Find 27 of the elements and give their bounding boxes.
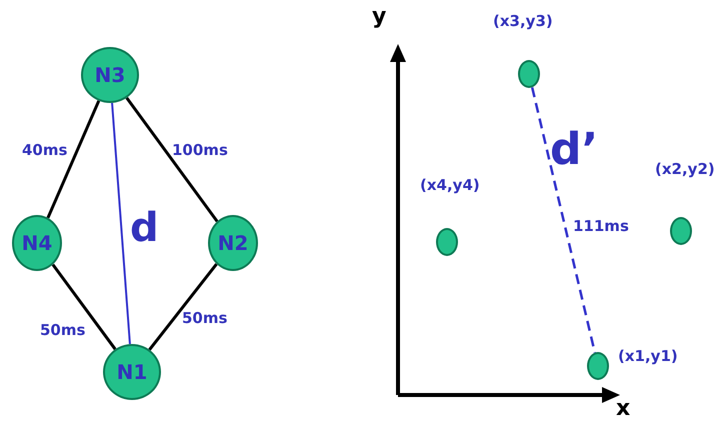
connector-line — [126, 96, 218, 222]
node-circle: N2 — [208, 215, 258, 271]
coordinate-label: (x3,y3) — [493, 14, 553, 29]
node-circle: N4 — [12, 215, 62, 271]
axis-label: x — [616, 398, 630, 420]
duration-label: 111ms — [573, 219, 629, 234]
point-circle — [587, 352, 609, 380]
coordinate-label: (x4,y4) — [420, 178, 480, 193]
connector-line — [111, 102, 131, 344]
connector-line — [46, 100, 100, 218]
edge-label: 50ms — [182, 311, 228, 326]
coordinate-label: (x1,y1) — [618, 349, 678, 364]
edge-label: 50ms — [40, 323, 86, 338]
dashed-line — [530, 87, 596, 353]
edge-label: d’ — [550, 128, 598, 172]
edge-label: 100ms — [172, 143, 228, 158]
connector-line — [52, 264, 116, 350]
point-circle — [436, 228, 458, 256]
edge-label: 40ms — [22, 143, 68, 158]
edge-label: d — [130, 208, 159, 248]
point-circle — [670, 217, 692, 245]
point-circle — [518, 60, 540, 88]
connector-line — [148, 263, 218, 351]
node-circle: N3 — [81, 47, 139, 103]
node-circle: N1 — [103, 344, 161, 400]
coordinate-label: (x2,y2) — [655, 162, 715, 177]
axis-label: y — [372, 6, 386, 28]
